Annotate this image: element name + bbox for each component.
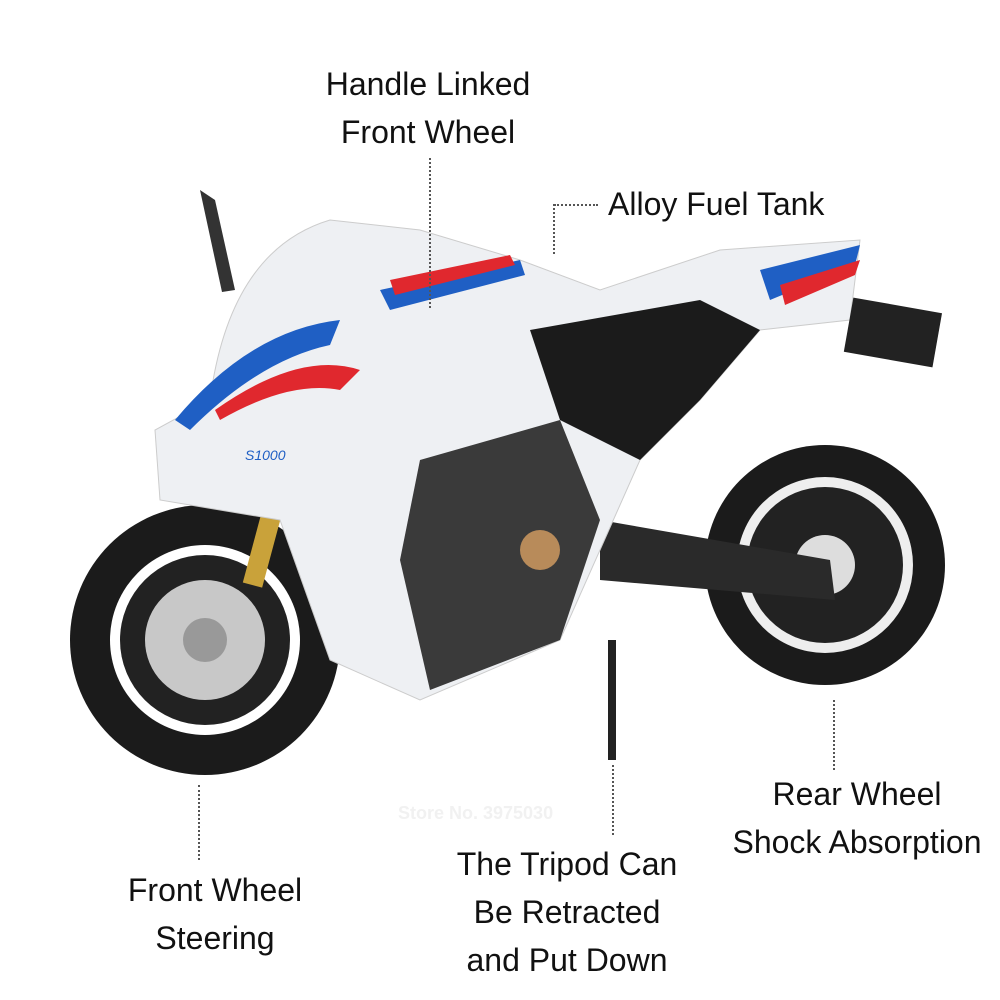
callout-fuel-tank: Alloy Fuel Tank	[608, 180, 824, 228]
engine-cover	[520, 530, 560, 570]
callout-line: Alloy Fuel Tank	[608, 186, 825, 222]
watermark: Store No. 3975030	[398, 803, 554, 823]
license-plate	[843, 297, 943, 368]
front-wheel	[70, 505, 340, 775]
red-stripe	[215, 365, 360, 420]
callout-line: Handle Linked	[325, 66, 531, 102]
seat-frame	[530, 300, 760, 460]
callout-line: The Tripod Can	[456, 846, 678, 882]
callout-line: and Put Down	[466, 942, 668, 978]
engine	[400, 420, 600, 690]
tank-leader-line-vertical	[553, 204, 555, 254]
tank-leader-line	[554, 204, 598, 206]
tail-red-stripe	[780, 260, 860, 305]
steering-leader-line	[198, 785, 200, 860]
bike-badge: S1000	[245, 447, 286, 463]
swingarm	[600, 520, 835, 600]
callout-line: Steering	[155, 920, 275, 956]
blue-stripe	[175, 320, 340, 430]
callout-line: Front Wheel	[127, 872, 303, 908]
mirror	[200, 190, 235, 292]
callout-front-steering: Front Wheel Steering	[110, 866, 320, 962]
rear-leader-line	[833, 700, 835, 770]
callout-handle-linked: Handle Linked Front Wheel	[310, 60, 546, 156]
callout-tripod: The Tripod Can Be Retracted and Put Down	[438, 840, 696, 984]
callout-line: Front Wheel	[340, 114, 516, 150]
callout-line: Shock Absorption	[732, 824, 982, 860]
handle-leader-line	[429, 158, 431, 308]
tripod-leader-line	[612, 765, 614, 835]
tank-red-stripe	[390, 255, 515, 295]
callout-rear-shock: Rear Wheel Shock Absorption	[712, 770, 1000, 866]
tank-blue-stripe	[380, 260, 525, 310]
callout-line: Rear Wheel	[772, 776, 942, 812]
callout-line: Be Retracted	[473, 894, 661, 930]
